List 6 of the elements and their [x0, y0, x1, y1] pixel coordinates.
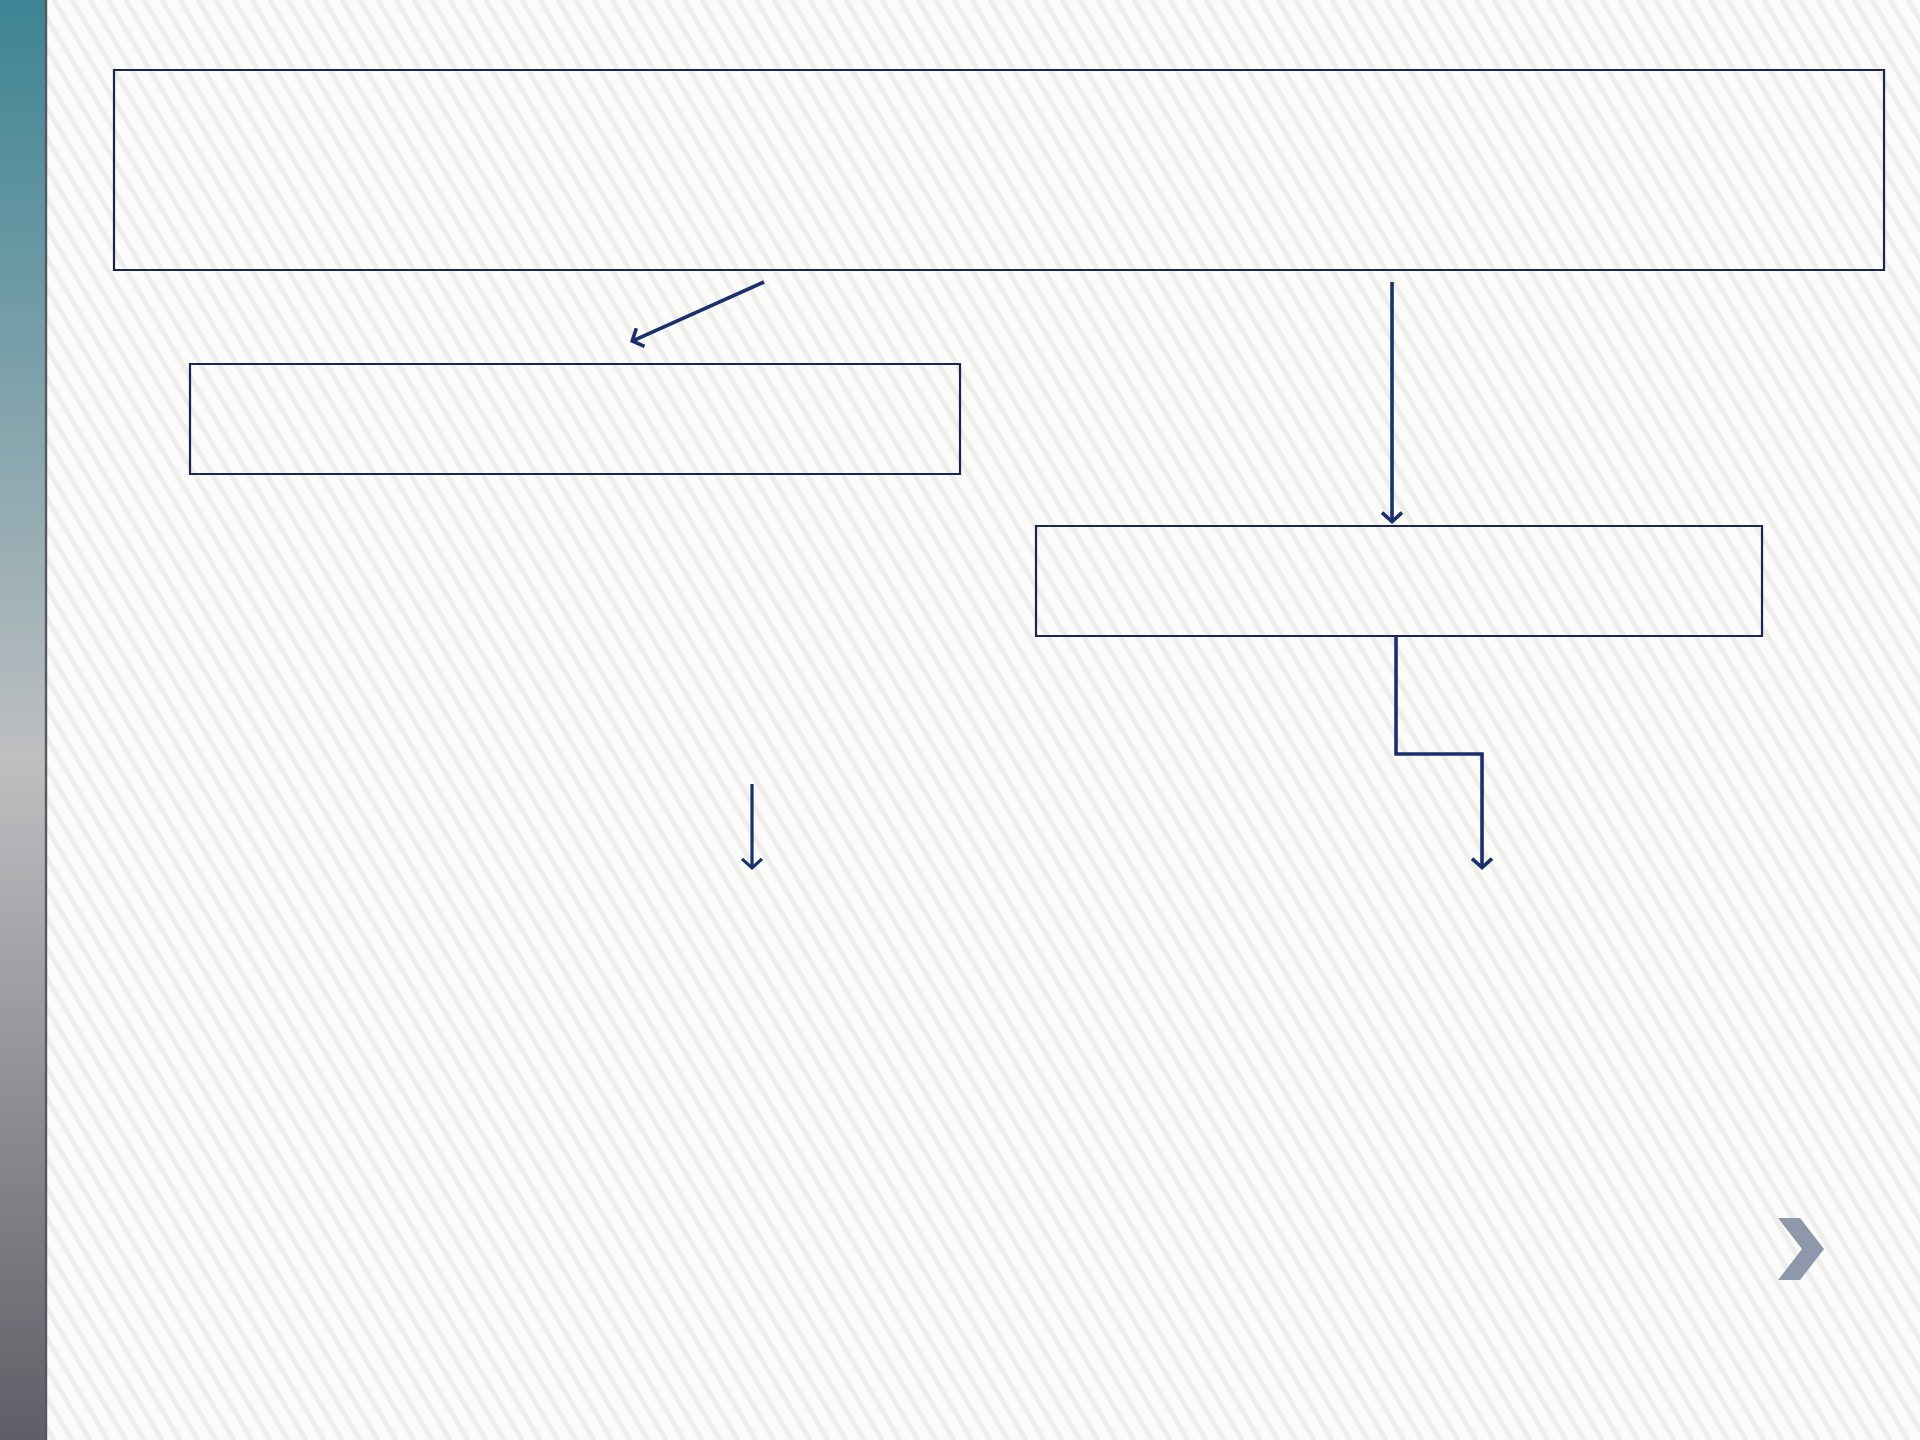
arrow — [1394, 636, 1494, 870]
process-box — [1034, 524, 1764, 638]
process-box — [188, 362, 962, 476]
process-box — [112, 68, 1886, 272]
arrow — [630, 280, 765, 349]
arrow — [1380, 282, 1404, 524]
